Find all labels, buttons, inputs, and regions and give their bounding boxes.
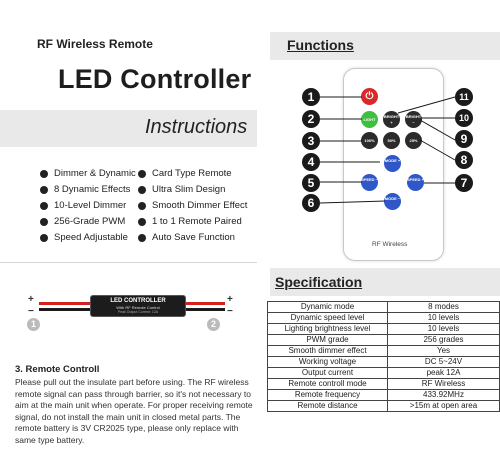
callout-6: 6 bbox=[302, 194, 320, 212]
mode-down-button: MODE − bbox=[384, 193, 401, 210]
right-minus-sign: − bbox=[227, 306, 233, 317]
feature-item: 10-Level Dimmer bbox=[40, 200, 126, 211]
left-plus-sign: + bbox=[28, 294, 34, 305]
callout-4: 4 bbox=[302, 153, 320, 171]
callout-3: 3 bbox=[302, 132, 320, 150]
instructions-heading: Instructions bbox=[145, 116, 248, 138]
remote-control-heading: 3. Remote Controll bbox=[15, 364, 100, 375]
bright-down-button: BRIGHT − bbox=[405, 111, 422, 128]
brightness-25-button: 25% bbox=[405, 132, 422, 149]
input-number-badge: 1 bbox=[27, 318, 40, 331]
controller-sublabel: With RF Remote Control bbox=[116, 305, 160, 310]
remote-control-text: Please pull out the insulate part before… bbox=[15, 377, 253, 445]
bullet-icon bbox=[40, 169, 48, 178]
bullet-icon bbox=[40, 233, 48, 242]
bullet-icon bbox=[40, 217, 48, 226]
bullet-icon bbox=[138, 169, 146, 178]
feature-item: Dimmer & Dynamic bbox=[40, 168, 136, 179]
functions-heading: Functions bbox=[287, 37, 354, 53]
mode-up-button: MODE + bbox=[384, 155, 401, 172]
speed-down-button: SPEED − bbox=[361, 174, 378, 191]
specification-banner bbox=[270, 268, 500, 296]
brightness-50-button: 50% bbox=[383, 132, 400, 149]
callout-2: 2 bbox=[302, 110, 320, 128]
functions-banner bbox=[270, 32, 500, 60]
callout-7: 7 bbox=[455, 174, 473, 192]
output-number-badge: 2 bbox=[207, 318, 220, 331]
product-title: LED Controller bbox=[58, 64, 252, 94]
controller-illustration: + − + − LED CONTROLLER With RF Remote Co… bbox=[25, 285, 235, 335]
section-divider bbox=[0, 262, 257, 263]
bullet-icon bbox=[138, 233, 146, 242]
remote-brand-label: RF Wireless bbox=[372, 241, 408, 248]
controller-label: LED CONTROLLER bbox=[110, 298, 166, 304]
callout-5: 5 bbox=[302, 174, 320, 192]
left-black-wire bbox=[39, 308, 91, 311]
speed-up-button: SPEED + bbox=[407, 174, 424, 191]
table-row: Remote distance>15m at open area bbox=[267, 400, 500, 412]
feature-item: Smooth Dimmer Effect bbox=[138, 200, 247, 211]
callout-8: 8 bbox=[455, 151, 473, 169]
left-minus-sign: − bbox=[28, 306, 34, 317]
right-black-wire bbox=[185, 308, 225, 311]
bullet-icon bbox=[40, 201, 48, 210]
bright-up-button: BRIGHT + bbox=[383, 111, 400, 128]
feature-item: Card Type Remote bbox=[138, 168, 232, 179]
specification-heading: Specification bbox=[275, 274, 363, 290]
bullet-icon bbox=[138, 185, 146, 194]
controller-rating: Peak Output Current: 12A bbox=[117, 310, 159, 314]
feature-item: Ultra Slim Design bbox=[138, 184, 225, 195]
feature-item: Speed Adjustable bbox=[40, 232, 128, 243]
power-button-icon: ⏻ bbox=[361, 88, 378, 105]
left-red-wire bbox=[39, 302, 91, 305]
feature-item: Auto Save Function bbox=[138, 232, 235, 243]
instructions-banner bbox=[0, 110, 257, 147]
callout-11: 11 bbox=[455, 88, 473, 106]
callout-1: 1 bbox=[302, 88, 320, 106]
right-red-wire bbox=[185, 302, 225, 305]
bullet-icon bbox=[138, 217, 146, 226]
callout-10: 10 bbox=[455, 109, 473, 127]
feature-item: 1 to 1 Remote Paired bbox=[138, 216, 242, 227]
feature-item: 256-Grade PWM bbox=[40, 216, 125, 227]
feature-item: 8 Dynamic Effects bbox=[40, 184, 130, 195]
bullet-icon bbox=[138, 201, 146, 210]
product-subtitle: RF Wireless Remote bbox=[37, 37, 153, 51]
bullet-icon bbox=[40, 185, 48, 194]
controller-box: LED CONTROLLER With RF Remote Control Pe… bbox=[90, 295, 186, 317]
light-button: LIGHT bbox=[361, 111, 378, 128]
brightness-100-button: 100% bbox=[361, 132, 378, 149]
callout-9: 9 bbox=[455, 130, 473, 148]
right-plus-sign: + bbox=[227, 294, 233, 305]
